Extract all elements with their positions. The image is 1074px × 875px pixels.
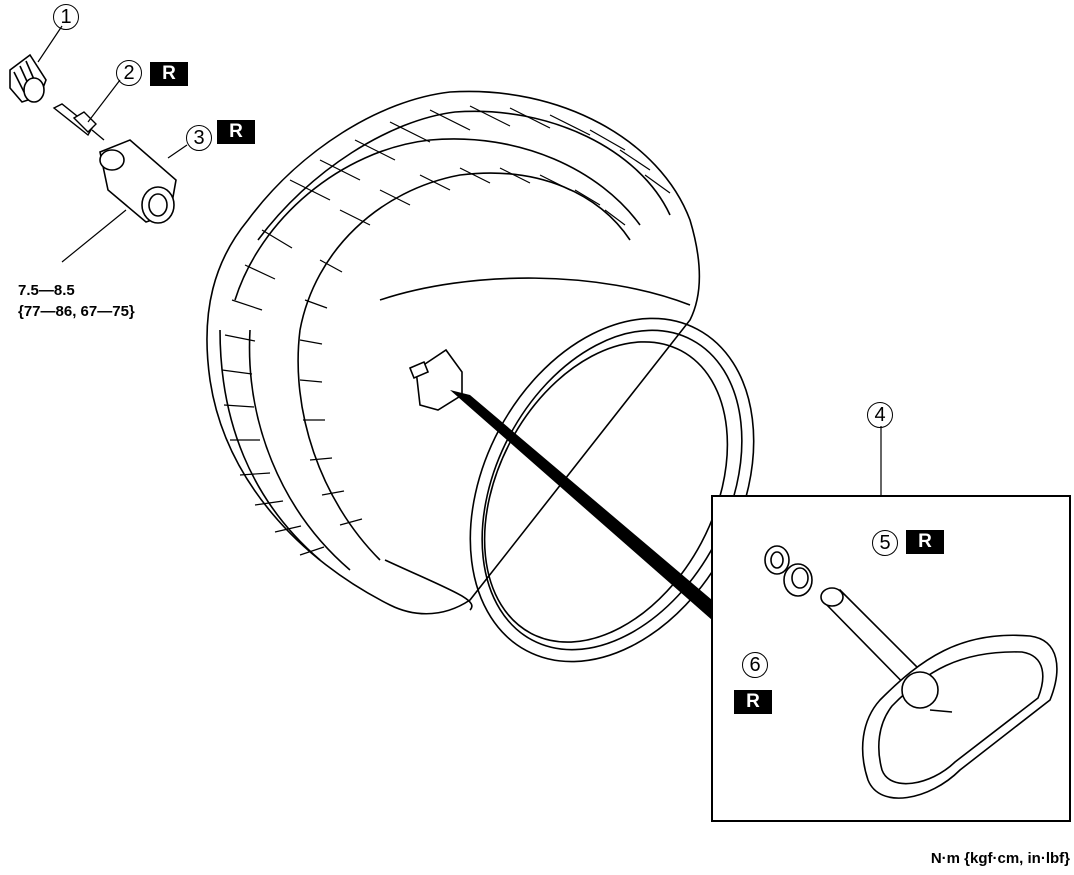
replace-badge-part-2: R bbox=[150, 62, 188, 86]
callout-2: 2 bbox=[116, 60, 142, 86]
mounted-sensor-on-rim bbox=[415, 348, 463, 411]
torque-spec: 7.5—8.5 {77—86, 67—75} bbox=[18, 280, 135, 322]
callout-6: 6 bbox=[742, 652, 768, 678]
tread-edge-left bbox=[257, 110, 671, 241]
replace-badge-part-5: R bbox=[906, 530, 944, 554]
replace-badge-part-6: R bbox=[734, 690, 772, 714]
callout-4: 4 bbox=[867, 402, 893, 428]
sidewall-arc-3 bbox=[219, 329, 321, 561]
replace-badge-part-3: R bbox=[217, 120, 255, 144]
valve-cap-part bbox=[9, 53, 47, 103]
tread-grooves bbox=[221, 105, 671, 556]
torque-spec-nm: 7.5—8.5 bbox=[18, 282, 75, 299]
sidewall-arc-1 bbox=[297, 329, 381, 561]
sensor-grommet-part bbox=[764, 545, 790, 575]
tread-edge-inner bbox=[299, 172, 631, 331]
callout-5: 5 bbox=[872, 530, 898, 556]
sidewall-arc-2 bbox=[248, 329, 351, 571]
tire-pressure-sensor-part bbox=[820, 587, 1058, 799]
tire-outline bbox=[206, 90, 701, 615]
valve-core-part bbox=[52, 103, 105, 141]
units-note: N·m {kgf·cm, in·lbf} bbox=[930, 850, 1070, 867]
torque-spec-alt-units: {77—86, 67—75} bbox=[18, 303, 135, 320]
tread-edge-center bbox=[234, 138, 641, 301]
valve-stem-nut-part bbox=[99, 139, 177, 224]
callout-1: 1 bbox=[53, 4, 79, 30]
detail-pointer-wedge bbox=[450, 390, 712, 620]
rim-barrel bbox=[379, 277, 691, 611]
wheel-and-tire-assembly bbox=[206, 90, 755, 663]
sensor-washer-part bbox=[783, 563, 813, 597]
callout-3: 3 bbox=[186, 125, 212, 151]
